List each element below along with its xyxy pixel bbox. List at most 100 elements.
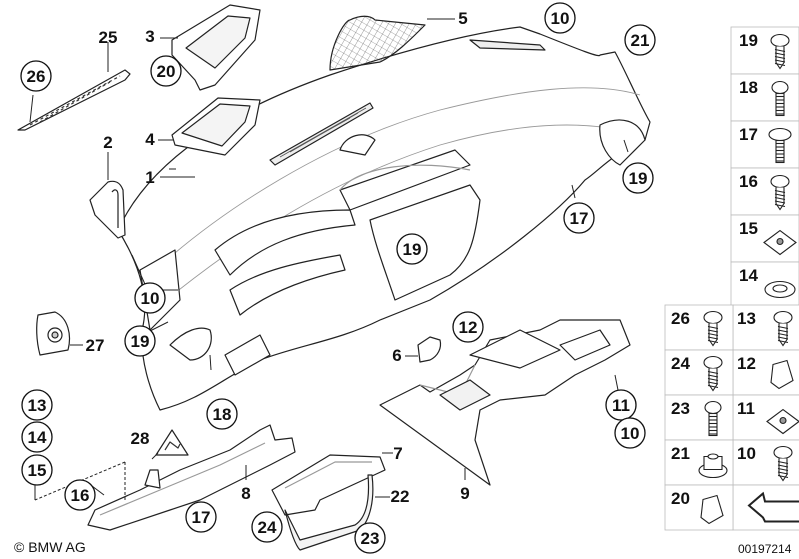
collar-screw-icon xyxy=(768,127,792,164)
circled-callout-19: 19 xyxy=(622,162,654,194)
fastener-cell-20: 20 xyxy=(664,484,734,531)
fastener-number: 20 xyxy=(671,489,690,508)
circled-callout-17: 17 xyxy=(185,501,217,533)
circled-callout-19: 19 xyxy=(124,325,156,357)
fastener-cell-19: 19 xyxy=(730,26,799,75)
callout-number: 16 xyxy=(71,486,90,505)
circled-callout-15: 15 xyxy=(21,454,53,486)
fastener-number: 21 xyxy=(671,444,690,463)
callout-circle xyxy=(21,454,53,486)
fastener-number: 13 xyxy=(737,309,756,328)
fastener-number: 26 xyxy=(671,309,690,328)
callout-circle xyxy=(64,479,96,511)
circled-callout-12: 12 xyxy=(452,311,484,343)
callout-number: 26 xyxy=(27,67,46,86)
vent-strip xyxy=(17,69,131,131)
callout-circle xyxy=(21,389,53,421)
fastener-cell-13: 13 xyxy=(732,304,799,351)
callout-label-25: 25 xyxy=(99,28,118,47)
seal-strip xyxy=(284,474,374,551)
fastener-number: 11 xyxy=(737,399,755,418)
bracket xyxy=(417,336,442,363)
torx-screw-icon xyxy=(703,310,723,347)
copyright-text: © BMW AG xyxy=(14,539,86,555)
circled-callout-10: 10 xyxy=(544,2,576,34)
circled-callout-21: 21 xyxy=(624,24,656,56)
fastener-cell-21: 21 xyxy=(664,439,734,486)
hex-collar-nut-icon xyxy=(698,453,728,479)
fastener-cell-18: 18 xyxy=(730,73,799,122)
ignition-cover xyxy=(36,311,71,356)
glovebox-lid xyxy=(271,454,386,516)
callout-label-2: 2 xyxy=(103,133,112,152)
callout-circle xyxy=(206,398,238,430)
circled-callout-17: 17 xyxy=(563,202,595,234)
callout-circle xyxy=(185,501,217,533)
circled-callout-10: 10 xyxy=(614,417,646,449)
callout-number: 18 xyxy=(213,405,232,424)
hex-socket-screw-icon xyxy=(704,400,722,437)
fastener-number: 10 xyxy=(737,444,756,463)
callout-label-27: 27 xyxy=(86,336,105,355)
callout-circle xyxy=(150,55,182,87)
callout-number: 23 xyxy=(361,529,380,548)
speaker-grille xyxy=(329,15,426,71)
callout-label-22: 22 xyxy=(391,487,410,506)
callout-circle xyxy=(134,282,166,314)
circled-callout-11: 11 xyxy=(605,389,637,421)
callout-number: 10 xyxy=(141,289,160,308)
spring-nut-icon xyxy=(763,229,797,256)
callout-circle xyxy=(396,233,428,265)
callout-number: 19 xyxy=(629,169,648,188)
circled-callout-13: 13 xyxy=(21,389,53,421)
fastener-number: 24 xyxy=(671,354,690,373)
floor-duct xyxy=(87,424,296,531)
callout-number: 15 xyxy=(28,461,47,480)
circled-callout-14: 14 xyxy=(21,421,53,453)
callout-label-9: 9 xyxy=(460,484,469,503)
washer-icon xyxy=(764,280,796,299)
callout-number: 17 xyxy=(570,209,589,228)
circled-callout-23: 23 xyxy=(354,522,386,554)
callout-number: 10 xyxy=(551,9,570,28)
callout-number: 14 xyxy=(28,428,47,447)
callout-circle xyxy=(354,522,386,554)
circled-callout-20: 20 xyxy=(150,55,182,87)
fastener-cell-12: 12 xyxy=(732,349,799,396)
fastener-cell-arrow xyxy=(732,484,799,531)
callout-circle xyxy=(563,202,595,234)
fastener-cell-16: 16 xyxy=(730,167,799,216)
footwell-cover xyxy=(379,319,631,486)
document-number: 00197214 xyxy=(738,542,792,556)
callout-circle xyxy=(452,311,484,343)
clip-icon xyxy=(770,359,794,390)
circled-callout-24: 24 xyxy=(251,511,283,543)
callout-circle xyxy=(622,162,654,194)
callout-number: 11 xyxy=(612,396,630,415)
fastener-cell-14: 14 xyxy=(730,261,799,310)
circled-callout-10: 10 xyxy=(134,282,166,314)
collar-tapping-screw-icon xyxy=(770,174,790,211)
callout-number: 21 xyxy=(631,31,650,50)
callout-number: 12 xyxy=(459,318,478,337)
warning-label xyxy=(155,429,189,456)
trim-frame-upper xyxy=(171,4,261,91)
callout-circle xyxy=(624,24,656,56)
fastener-number: 15 xyxy=(739,219,758,238)
callout-label-8: 8 xyxy=(241,484,250,503)
callout-label-1: 1 xyxy=(145,168,154,187)
clip-icon xyxy=(700,494,724,525)
callout-circle xyxy=(251,511,283,543)
arrow-symbol-icon xyxy=(747,491,799,523)
tapping-screw-icon xyxy=(703,355,723,392)
fastener-cell-17: 17 xyxy=(730,120,799,169)
fastener-cell-24: 24 xyxy=(664,349,734,396)
fastener-number: 12 xyxy=(737,354,756,373)
fillister-head-screw-icon xyxy=(771,80,789,117)
callout-number: 17 xyxy=(192,508,211,527)
callout-number: 19 xyxy=(131,332,150,351)
